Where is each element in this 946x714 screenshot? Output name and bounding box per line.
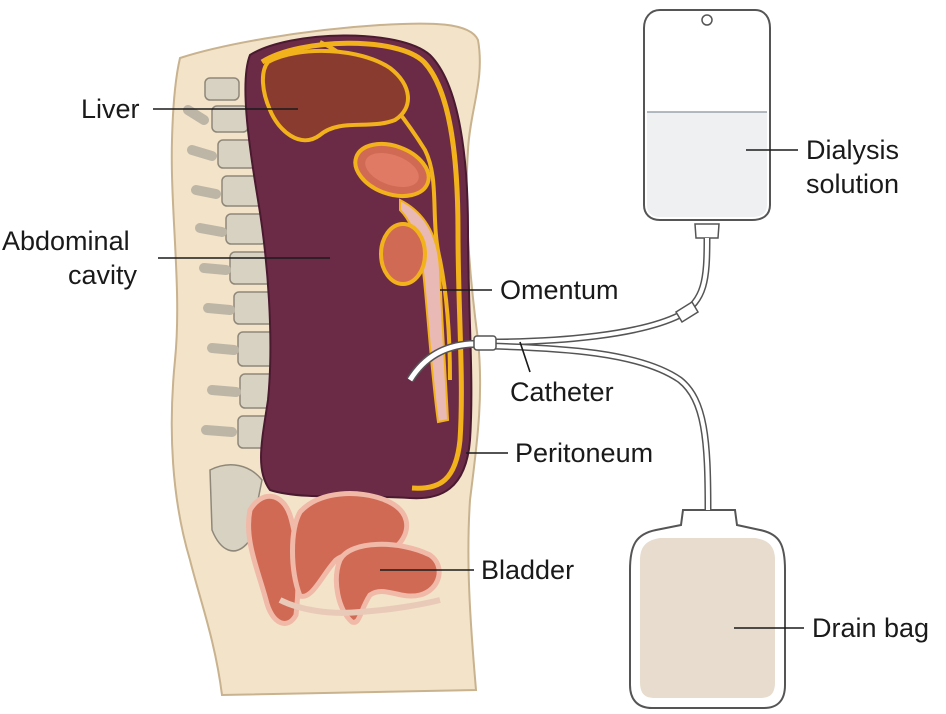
dialysis-solution-bag (643, 9, 771, 239)
inflow-tube (489, 237, 709, 344)
drain-bag (629, 509, 786, 709)
label-drain-bag: Drain bag (812, 613, 929, 643)
tubing (406, 237, 712, 511)
bladder (333, 541, 442, 625)
liver (261, 48, 410, 143)
label-abdominal-cavity-line1: Abdominal (2, 226, 130, 256)
intestine-loop-1-inner (365, 152, 419, 188)
abdominal-cavity (244, 34, 473, 500)
label-catheter: Catheter (510, 377, 614, 407)
pelvic-organs (246, 491, 442, 626)
dialysis-bag-port (694, 223, 720, 239)
leader-catheter (519, 341, 531, 373)
rectum (246, 493, 301, 626)
catheter-connector (473, 335, 497, 351)
vertebra (204, 77, 240, 101)
labels: Liver Abdominal cavity Dialysis solution… (2, 94, 929, 643)
label-omentum: Omentum (500, 275, 619, 305)
catheter (407, 341, 490, 382)
label-abdominal-cavity-line2: cavity (68, 260, 138, 290)
drain-fluid (640, 538, 775, 698)
label-dialysis-solution-line2: solution (806, 169, 899, 199)
dialysis-bag-hanger (701, 14, 713, 26)
leader-lines (153, 108, 804, 629)
outflow-tube (489, 344, 710, 511)
label-bladder: Bladder (481, 555, 574, 585)
torso (170, 22, 482, 697)
vertebra (211, 105, 249, 133)
label-liver: Liver (81, 94, 140, 124)
outflow-tube-outline (489, 342, 712, 511)
peritoneum-lining (260, 40, 464, 491)
intestine-loop-2 (379, 222, 427, 286)
dialysis-fluid (647, 112, 767, 217)
pelvic-floor (278, 597, 441, 616)
label-peritoneum: Peritoneum (515, 438, 653, 468)
tube-clamp (674, 300, 700, 324)
label-dialysis-solution-line1: Dialysis (806, 135, 899, 165)
spinal-processes (183, 105, 241, 437)
